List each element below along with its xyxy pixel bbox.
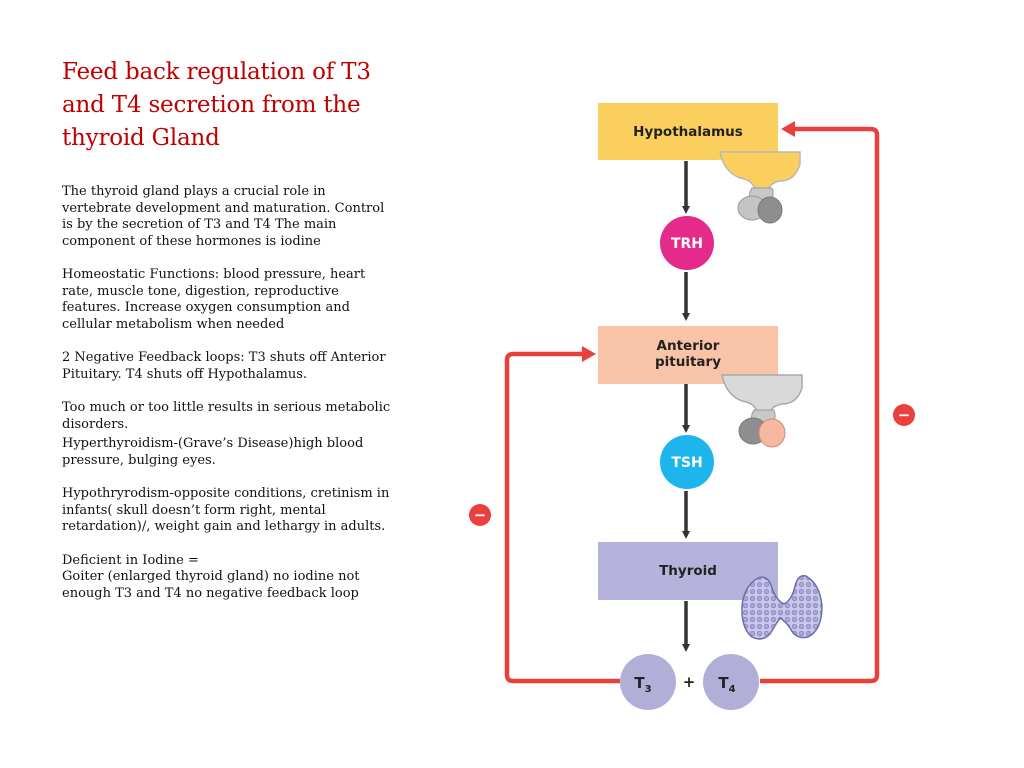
paragraph-thyroid-role: The thyroid gland plays a crucial role i… — [62, 184, 385, 249]
svg-text:T3: T3 — [634, 674, 651, 695]
pituitary-illustration — [721, 374, 803, 448]
plus-sign: + — [683, 673, 696, 691]
svg-text:T4: T4 — [718, 674, 735, 695]
feedback-loop-pituitary — [504, 346, 620, 684]
slide-title: Feed back regulation of T3 and T4 secret… — [62, 59, 371, 151]
feedback-arrowhead-pituitary — [582, 346, 596, 362]
paragraph-hypothyroidism: Hypothryrodism-opposite conditions, cret… — [62, 486, 390, 534]
svg-text:Anterior: Anterior — [657, 338, 720, 354]
paragraph-metabolic-disorders: Too much or too little results in seriou… — [62, 400, 391, 432]
feedback-loop-hypothalamus — [760, 121, 880, 684]
paragraph-homeostatic-functions: Homeostatic Functions: blood pressure, h… — [62, 267, 366, 332]
tsh-hormone: TSH — [660, 435, 714, 489]
paragraph-hyperthyroidism: Hyperthyroidism-(Grave’s Disease)high bl… — [62, 436, 364, 468]
trh-hormone: TRH — [660, 216, 714, 270]
svg-text:−: − — [898, 406, 911, 424]
feedback-arrowhead-hypothalamus — [781, 121, 795, 137]
negative-sign-right: − — [893, 404, 915, 426]
negative-sign-left: − — [469, 504, 491, 526]
paragraph-negative-feedback: 2 Negative Feedback loops: T3 shuts off … — [62, 350, 386, 382]
svg-text:Hypothalamus: Hypothalamus — [633, 124, 743, 140]
svg-text:TRH: TRH — [671, 236, 703, 252]
t4-hormone: T4 — [703, 654, 759, 710]
svg-text:TSH: TSH — [671, 455, 702, 471]
body-text: The thyroid gland plays a crucial role i… — [62, 184, 392, 619]
svg-text:pituitary: pituitary — [655, 354, 721, 370]
hypothalamus-box: Hypothalamus — [598, 103, 778, 160]
svg-text:Thyroid: Thyroid — [659, 563, 717, 579]
svg-text:−: − — [474, 506, 487, 524]
hypothalamus-illustration — [719, 151, 801, 224]
t3-hormone: T3 — [620, 654, 676, 710]
thyroid-gland-illustration — [741, 574, 823, 640]
anterior-pituitary-box: Anterior pituitary — [598, 326, 778, 384]
paragraph-iodine-deficiency: Deficient in Iodine = Goiter (enlarged t… — [62, 552, 360, 601]
